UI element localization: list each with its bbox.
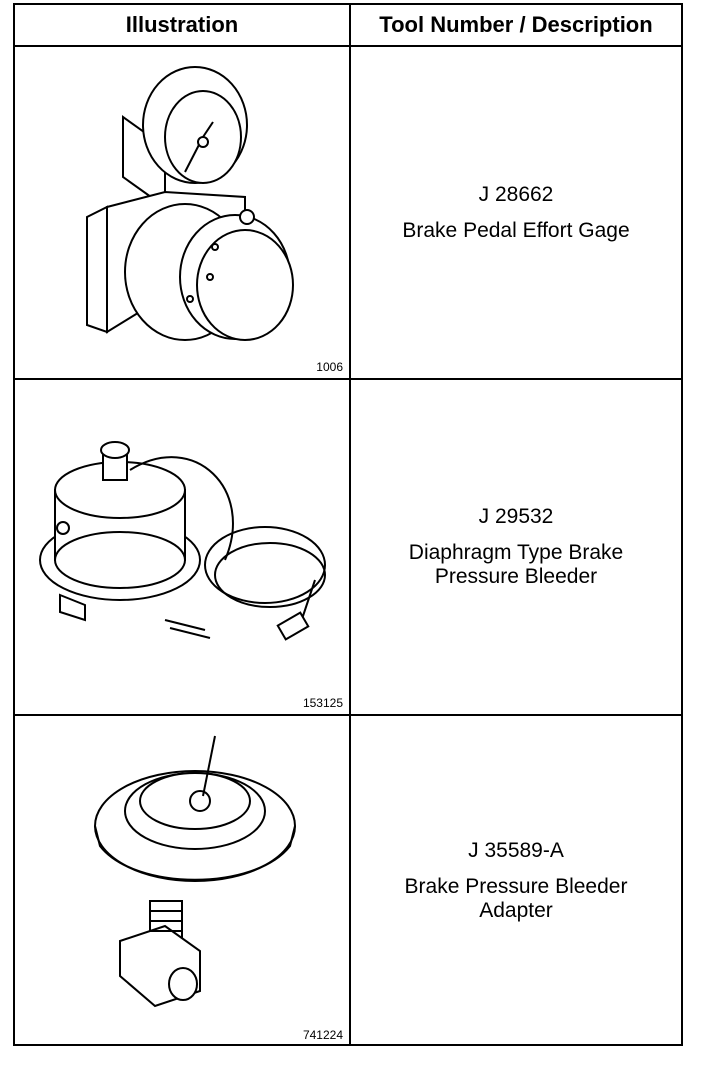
pressure-bleeder-illustration [39, 441, 326, 641]
tool-description: Brake Pedal Effort Gage [402, 218, 630, 242]
tool-number: J 28662 [478, 182, 554, 206]
column-divider [349, 5, 351, 1044]
header-tool-description: Tool Number / Description [379, 12, 653, 37]
tool-description: Brake Pressure Bleeder Adapter [404, 875, 628, 922]
brake-pedal-effort-gage-illustration [86, 66, 294, 341]
description-cell: J 28662 Brake Pedal Effort Gage [351, 47, 681, 378]
figure-number: 1006 [316, 360, 343, 374]
bleeder-adapter-illustration [94, 735, 296, 1008]
description-cell: J 29532 Diaphragm Type Brake Pressure Bl… [351, 380, 681, 714]
row-divider [15, 714, 681, 716]
row-divider [15, 378, 681, 380]
table-row: 153125 J 29532 Diaphragm Type Brake Pres… [15, 380, 681, 714]
tool-table: Illustration Tool Number / Description [13, 3, 683, 1046]
table-row: 1006 J 28662 Brake Pedal Effort Gage [15, 47, 681, 378]
tool-description: Diaphragm Type Brake Pressure Bleeder [408, 541, 624, 588]
tool-number: J 35589-A [468, 839, 564, 862]
illustration-cell: 153125 [15, 380, 349, 714]
illustration-cell: 741224 [15, 716, 349, 1046]
table-row: 741224 J 35589-A Brake Pressure Bleeder … [15, 716, 681, 1046]
description-cell: J 35589-A Brake Pressure Bleeder Adapter [351, 716, 681, 1046]
illustration-cell: 1006 [15, 47, 349, 378]
tool-number: J 29532 [478, 505, 554, 528]
figure-number: 153125 [302, 696, 343, 710]
header-divider [15, 45, 681, 47]
figure-number: 741224 [302, 1028, 343, 1042]
header-illustration: Illustration [125, 12, 239, 37]
